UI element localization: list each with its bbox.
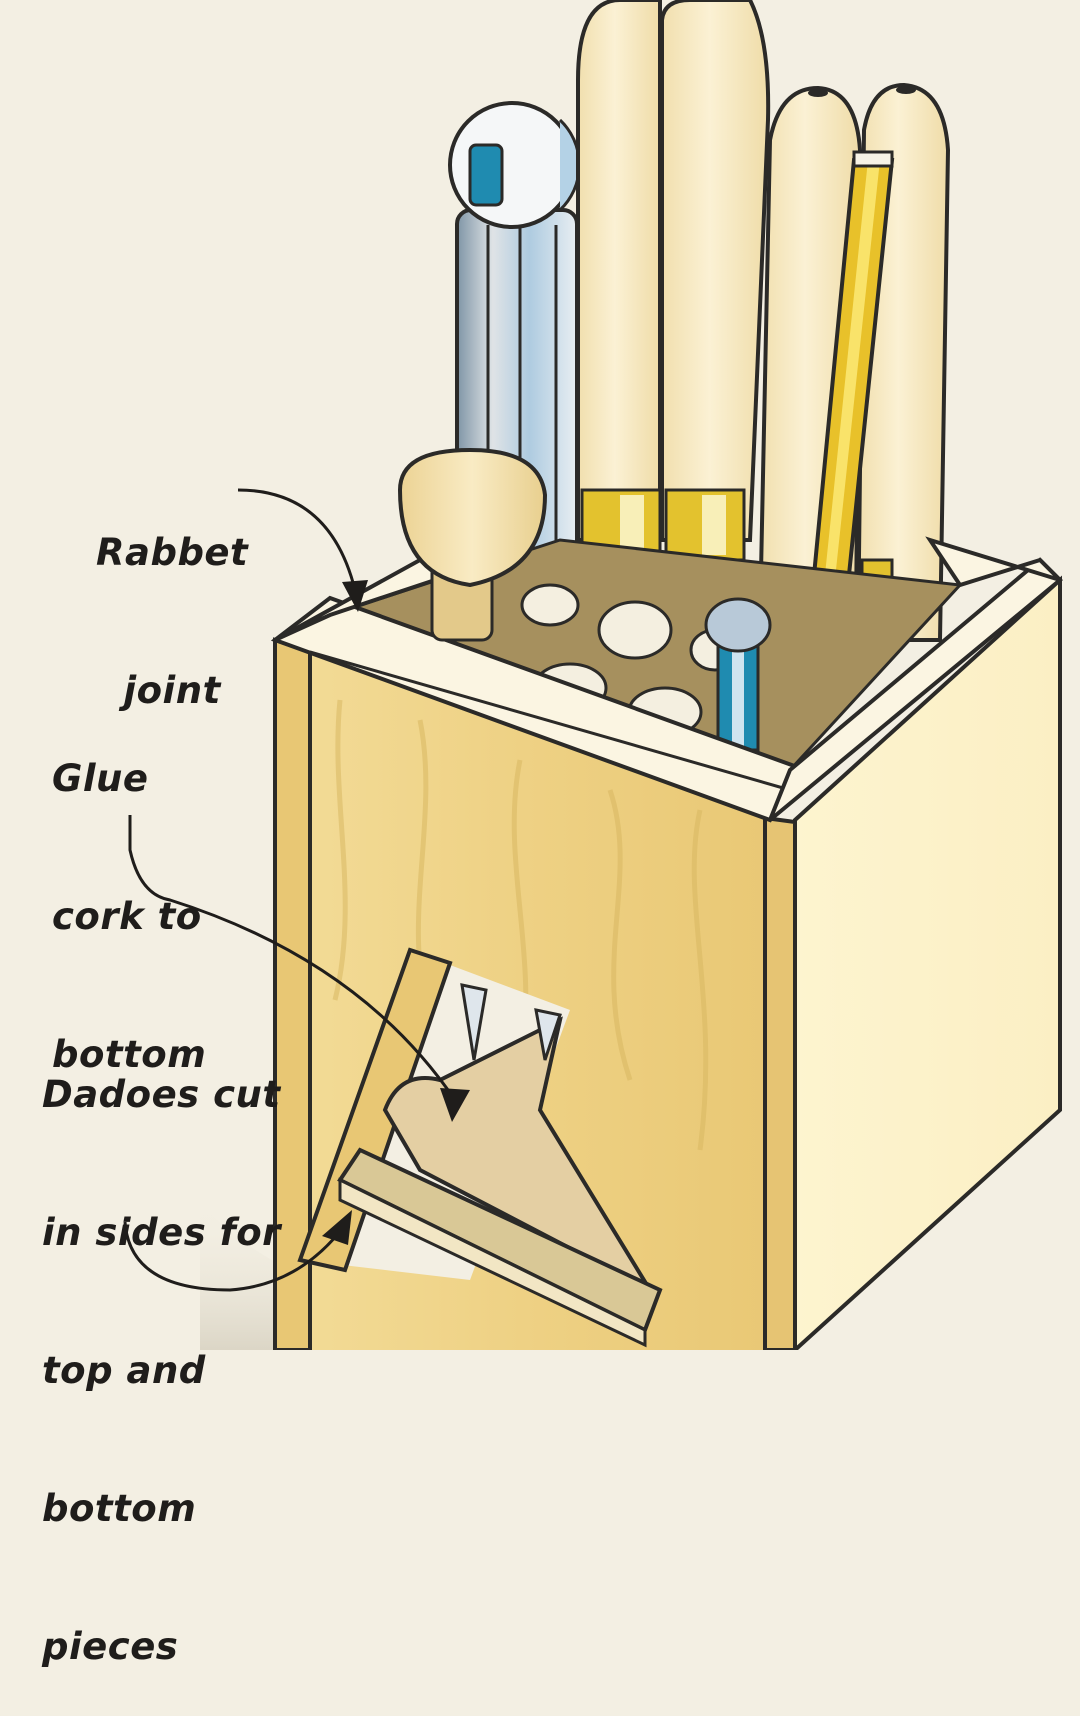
dadoes-arrow <box>123 1221 347 1292</box>
glue-arrow <box>128 815 457 1101</box>
arrowheads <box>322 580 470 1245</box>
awl <box>704 597 772 752</box>
rabbet-arrowhead <box>342 580 368 612</box>
callout-line: Glue <box>52 757 149 800</box>
callout-arrows <box>123 488 457 1292</box>
dadoes-arrowhead <box>322 1210 352 1245</box>
callout-line: Dadoes cut <box>42 1073 281 1116</box>
callout-line: bottom <box>42 1487 197 1530</box>
callout-line: top and <box>42 1349 206 1392</box>
callout-line: cork to <box>52 895 202 938</box>
cutaway <box>297 947 663 1348</box>
glue-arrowhead <box>440 1088 470 1122</box>
tool-box <box>270 447 1063 1350</box>
file-handle-1 <box>576 0 662 562</box>
rim-back <box>925 536 1062 588</box>
callout-line: Rabbet <box>96 531 249 574</box>
callout-line: bottom <box>52 1033 207 1076</box>
callout-rabbet-joint: Rabbet joint <box>96 438 248 760</box>
tools-group <box>448 0 951 702</box>
cork-sheet <box>382 1016 656 1296</box>
rabbet-arrow <box>237 488 357 591</box>
callout-line: in sides for <box>42 1211 281 1254</box>
knob-tool <box>397 447 548 642</box>
callout-glue-cork: Glue cork to bottom <box>52 664 206 1124</box>
callout-dadoes: Dadoes cut in sides for top and bottom p… <box>42 980 281 1716</box>
callout-line: pieces <box>42 1625 179 1668</box>
callout-line: joint <box>123 669 221 712</box>
tool-holder-illustration <box>123 0 1063 1350</box>
side-panel-section <box>297 947 453 1273</box>
file-handle-2 <box>660 0 771 562</box>
